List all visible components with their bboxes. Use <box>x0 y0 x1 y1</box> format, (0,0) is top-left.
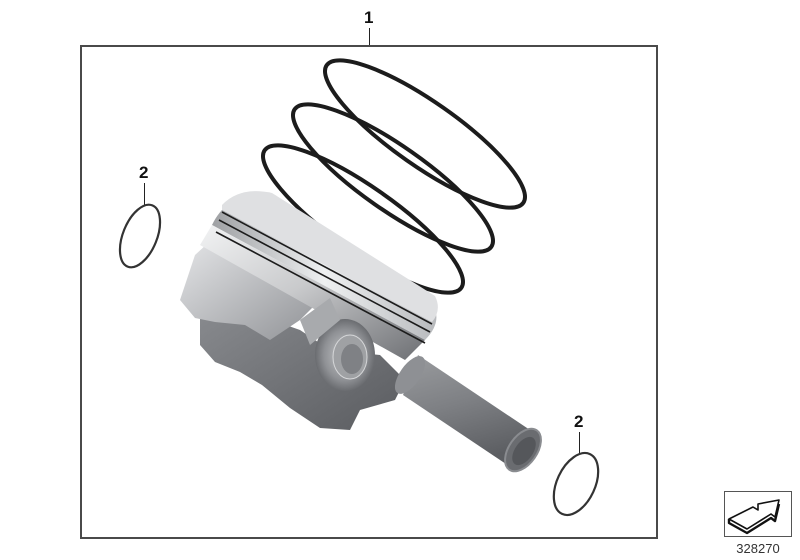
navigate-button[interactable] <box>724 491 792 537</box>
callout-1[interactable]: 1 <box>364 8 374 27</box>
piston-rings <box>261 58 527 295</box>
compression-ring-top <box>323 58 527 210</box>
callout-2-left[interactable]: 2 <box>139 163 149 182</box>
callout-2-left-leader <box>144 183 145 205</box>
assembly-frame <box>80 45 658 539</box>
callout-1-leader <box>369 28 370 45</box>
callout-2-right-leader <box>579 432 580 454</box>
piston-pin <box>394 355 542 473</box>
diagram-number: 328270 <box>736 541 780 556</box>
callout-2-right[interactable]: 2 <box>574 412 584 431</box>
circlip-right <box>552 451 600 517</box>
circlip-left <box>118 203 162 269</box>
piston <box>180 191 438 430</box>
compression-ring-second <box>291 102 495 254</box>
arrow-navigate-icon <box>727 499 781 535</box>
